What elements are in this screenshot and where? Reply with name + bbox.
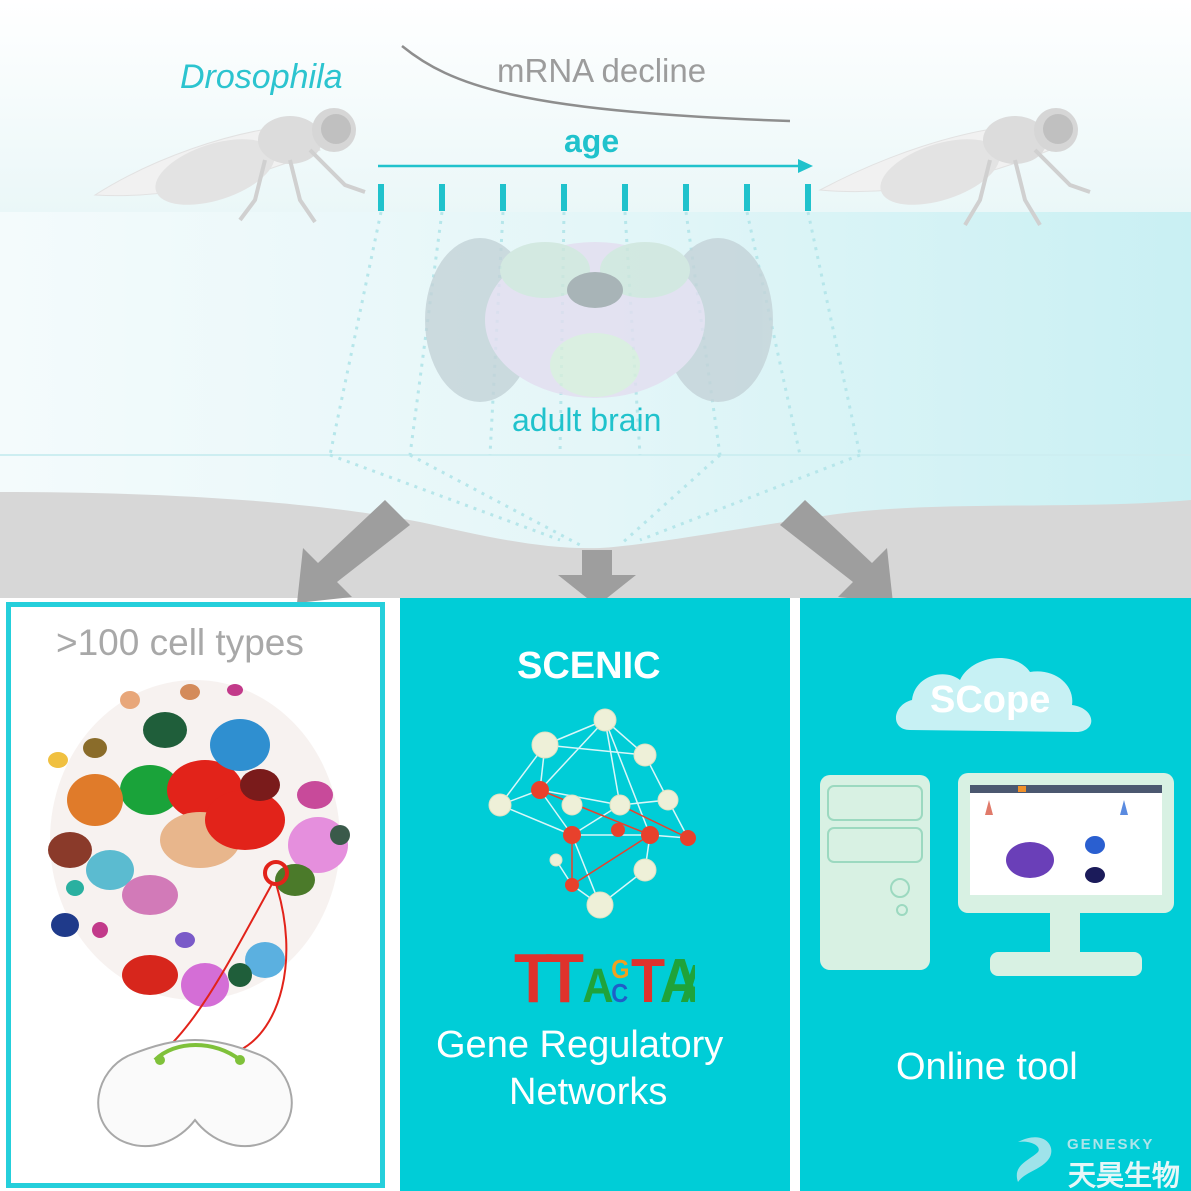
online-tool-caption: Online tool: [896, 1046, 1078, 1088]
adult-brain-icon: [425, 238, 773, 402]
scope-cloud-label: SCope: [930, 679, 1051, 721]
watermark-brand-en: GENESKY: [1067, 1136, 1155, 1153]
scenic-title: SCENIC: [517, 645, 661, 687]
old-fly-icon: [818, 108, 1091, 227]
motif-letter-t1: T: [514, 940, 552, 1008]
watermark-brand-cn: 天昊生物: [1068, 1160, 1181, 1191]
projection-lines: [328, 211, 862, 547]
motif-letter-t2: T: [546, 940, 584, 1008]
adult-brain-label: adult brain: [512, 402, 662, 438]
mrna-decline-label: mRNA decline: [497, 52, 707, 89]
grn-caption-line1: Gene Regulatory: [436, 1024, 724, 1066]
young-fly-icon: [93, 108, 366, 224]
cell-types-title: >100 cell types: [56, 622, 304, 663]
mrna-decline-curve: [401, 45, 791, 123]
flow-arrows: [297, 500, 893, 606]
motif-letter-a2: A: [660, 947, 695, 1008]
motif-letter-a3: A: [680, 953, 695, 1008]
motif-letter-g1: G: [611, 956, 629, 984]
motif-letter-a1: A: [582, 959, 613, 1008]
cell-types-panel: [6, 602, 385, 1188]
motif-letter-c1: C: [611, 980, 628, 1008]
timepoint-ticks: [378, 184, 811, 211]
motif-logo: T T A G C T A A: [514, 940, 695, 1008]
organism-label: Drosophila: [180, 58, 343, 96]
age-label: age: [564, 123, 620, 159]
grn-caption-line2: Networks: [509, 1071, 668, 1113]
motif-letter-t3: T: [631, 947, 665, 1008]
